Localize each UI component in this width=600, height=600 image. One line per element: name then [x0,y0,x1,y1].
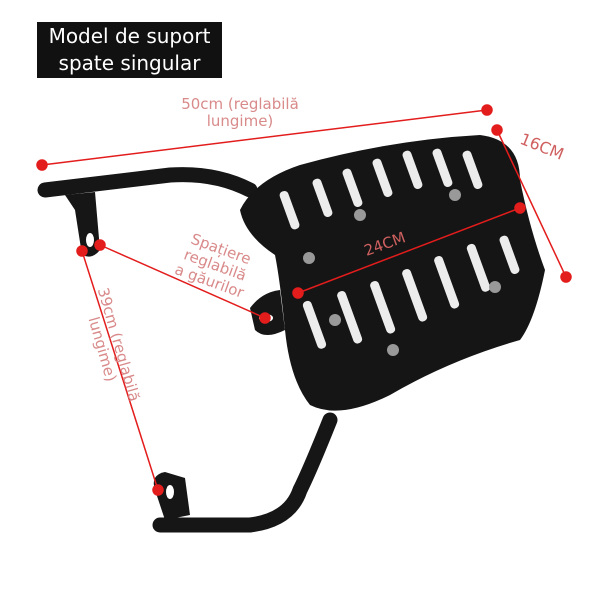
title-box: Model de suport spate singular [37,22,222,78]
width-label-line-1: 50cm (reglabilă [181,95,299,113]
width-label-line-2: lungime) [206,112,274,130]
rack-plate [240,135,545,411]
title-line-1: Model de suport [48,24,211,48]
rack-tubes [37,167,338,533]
width-label: 50cm (reglabilă lungime) [170,96,310,130]
title-line-2: spate singular [58,51,201,75]
dimension-lines [36,104,572,496]
